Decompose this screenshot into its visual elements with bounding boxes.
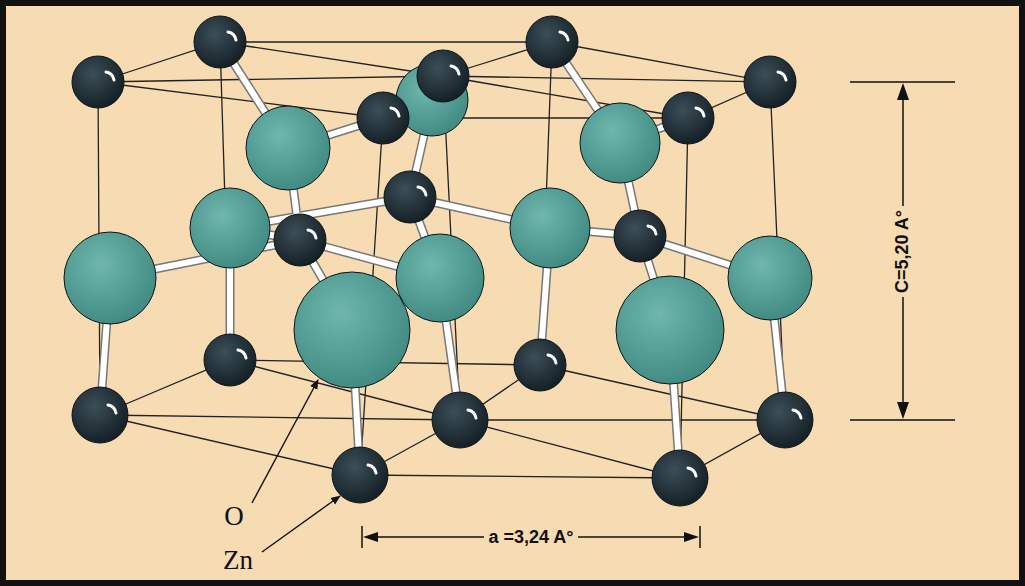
dimension-label: a =3,24 A° [484, 527, 577, 548]
dimension-label: C=5,20 A° [892, 205, 913, 296]
atom-label: Zn [223, 545, 253, 576]
atom-label: O [224, 501, 244, 532]
